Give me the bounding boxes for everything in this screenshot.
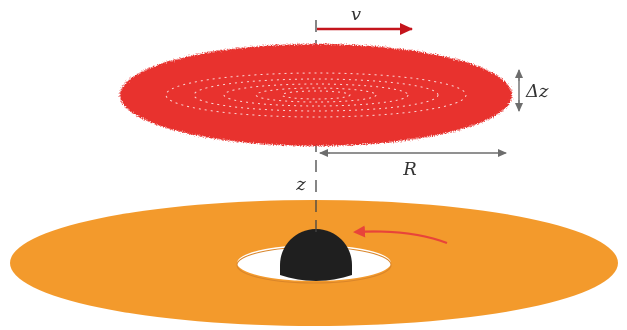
velocity-label: v bbox=[351, 4, 361, 25]
gas-cloud-inner-streaks bbox=[165, 72, 467, 118]
gas-cloud bbox=[120, 44, 512, 146]
radius-label: R bbox=[402, 159, 417, 180]
height-label: z bbox=[295, 174, 306, 195]
black-hole bbox=[280, 228, 352, 281]
rotation-arrow bbox=[353, 225, 448, 245]
gas-cloud-body bbox=[120, 44, 512, 146]
thickness-label: Δz bbox=[525, 81, 549, 102]
